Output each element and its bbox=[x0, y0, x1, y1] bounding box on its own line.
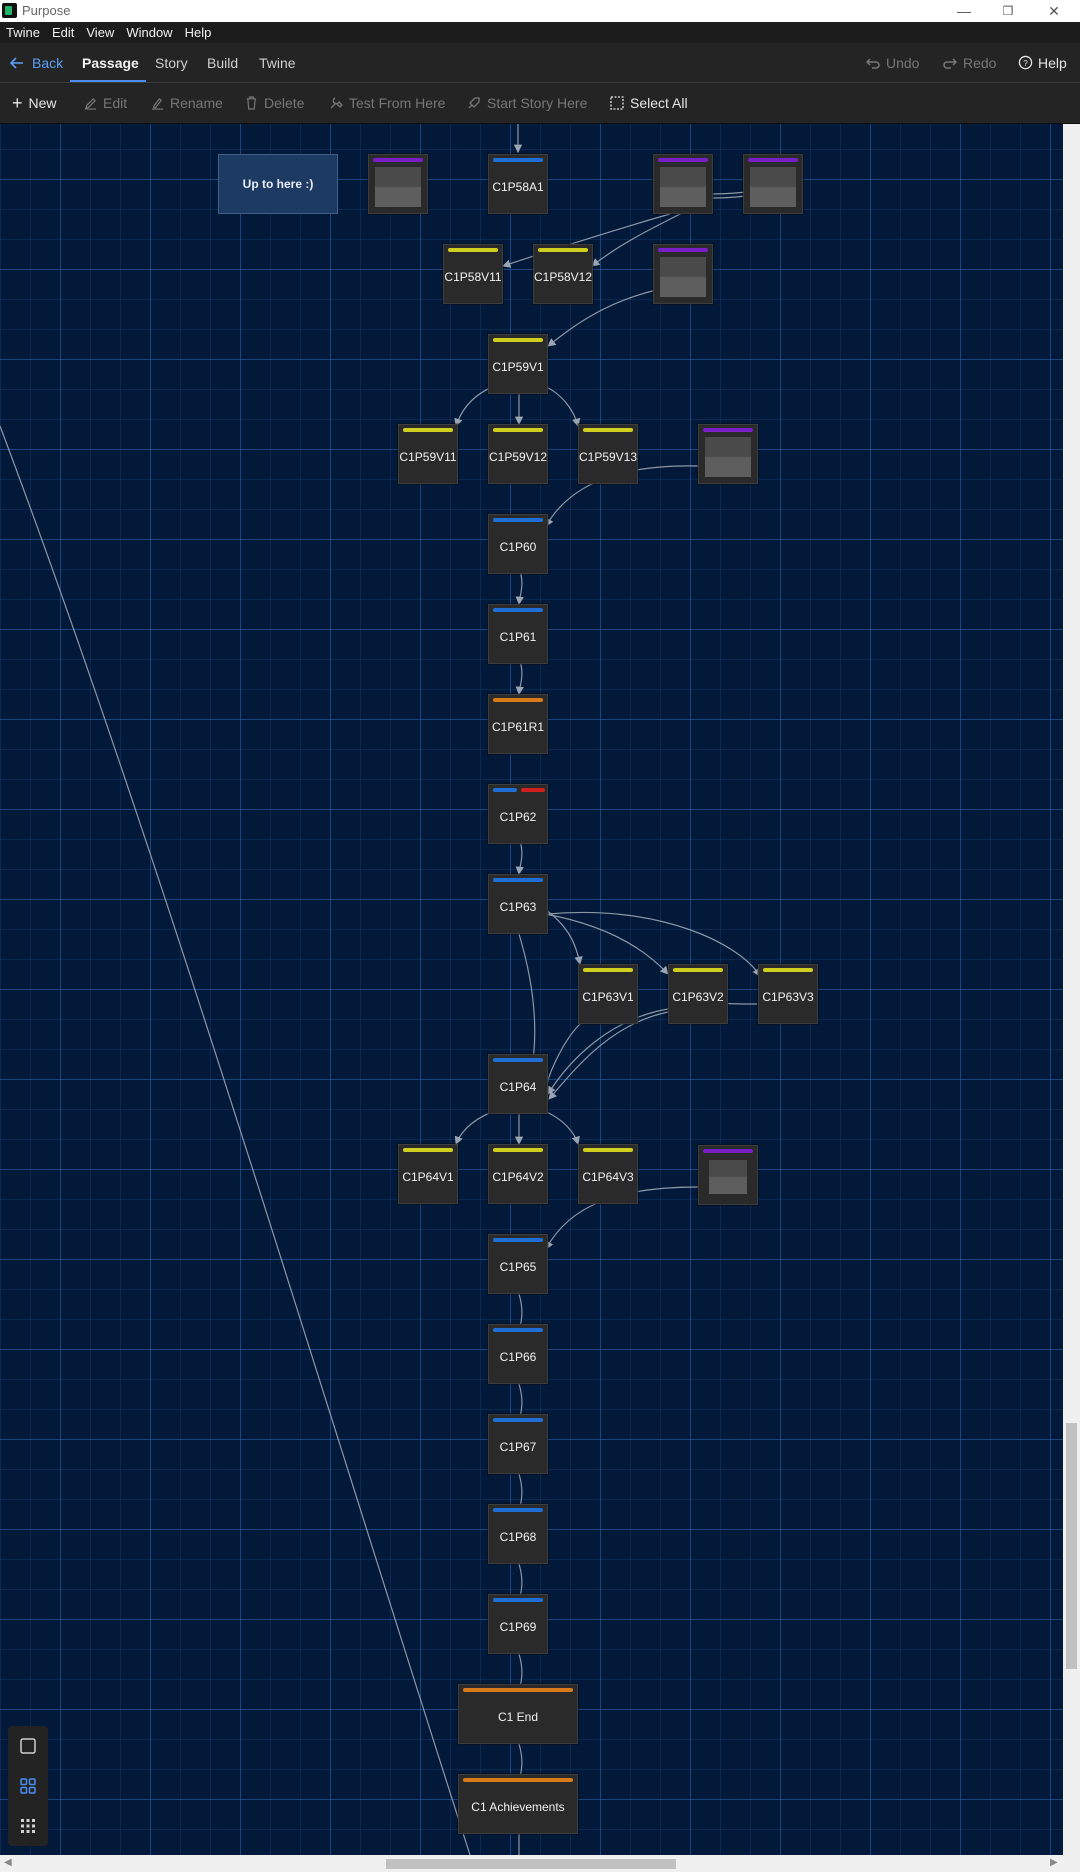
passage-c1p64[interactable]: C1P64 bbox=[488, 1054, 548, 1114]
passage-c1p64v1[interactable]: C1P64V1 bbox=[398, 1144, 458, 1204]
passage-toolbar: + New Edit Rename Delete Test From Here … bbox=[0, 83, 1080, 124]
image-thumbnail bbox=[375, 167, 421, 207]
grid-3x3-icon bbox=[21, 1819, 35, 1833]
passage-c1p59v1[interactable]: C1P59V1 bbox=[488, 334, 548, 394]
help-button[interactable]: ? Help bbox=[1018, 43, 1067, 82]
new-button[interactable]: + New bbox=[12, 93, 57, 113]
passage-c1p63v1[interactable]: C1P63V1 bbox=[578, 964, 638, 1024]
svg-text:?: ? bbox=[1023, 58, 1028, 68]
vertical-scrollbar[interactable] bbox=[1063, 124, 1080, 1855]
menu-help[interactable]: Help bbox=[184, 25, 212, 40]
passage-c1p61r1[interactable]: C1P61R1 bbox=[488, 694, 548, 754]
passage-c1p69[interactable]: C1P69 bbox=[488, 1594, 548, 1654]
twine-app-icon bbox=[2, 3, 17, 18]
edit-button[interactable]: Edit bbox=[84, 83, 127, 123]
passage-c1p63v3[interactable]: C1P63V3 bbox=[758, 964, 818, 1024]
image-thumbnail bbox=[750, 167, 796, 207]
undo-button[interactable]: Undo bbox=[866, 43, 919, 82]
window-title: Purpose bbox=[22, 3, 71, 18]
zoom-small-button[interactable] bbox=[8, 1806, 48, 1846]
test-from-here-button[interactable]: Test From Here bbox=[329, 83, 445, 123]
delete-button[interactable]: Delete bbox=[245, 83, 304, 123]
square-icon bbox=[20, 1738, 36, 1754]
annotation-note[interactable]: Up to here :) bbox=[218, 154, 338, 214]
redo-button[interactable]: Redo bbox=[943, 43, 996, 82]
arrow-left-icon bbox=[10, 56, 23, 69]
passage-c1p59v11[interactable]: C1P59V11 bbox=[398, 424, 458, 484]
passage-image-node[interactable] bbox=[653, 244, 713, 304]
passage-c1p67[interactable]: C1P67 bbox=[488, 1414, 548, 1474]
passage-image-node[interactable] bbox=[698, 1145, 758, 1205]
redo-icon bbox=[943, 57, 957, 69]
passage-c1p64v2[interactable]: C1P64V2 bbox=[488, 1144, 548, 1204]
scroll-left-arrow[interactable]: ◀ bbox=[4, 1857, 12, 1868]
tab-passage[interactable]: Passage bbox=[82, 54, 139, 71]
passage-c1p65[interactable]: C1P65 bbox=[488, 1234, 548, 1294]
passage-c1p62[interactable]: C1P62 bbox=[488, 784, 548, 844]
passage-c1p58a1[interactable]: C1P58A1 bbox=[488, 154, 548, 214]
passage-c1-achievements[interactable]: C1 Achievements bbox=[458, 1774, 578, 1834]
passage-image-node[interactable] bbox=[743, 154, 803, 214]
passage-c1-end[interactable]: C1 End bbox=[458, 1684, 578, 1744]
rocket-icon bbox=[468, 97, 480, 109]
passage-c1p66[interactable]: C1P66 bbox=[488, 1324, 548, 1384]
grid-2x2-icon bbox=[20, 1778, 36, 1794]
passage-c1p68[interactable]: C1P68 bbox=[488, 1504, 548, 1564]
menu-twine[interactable]: Twine bbox=[6, 25, 40, 40]
passage-c1p59v12[interactable]: C1P59V12 bbox=[488, 424, 548, 484]
passage-c1p59v13[interactable]: C1P59V13 bbox=[578, 424, 638, 484]
rename-button[interactable]: Rename bbox=[151, 83, 223, 123]
passage-image-node[interactable] bbox=[368, 154, 428, 214]
passage-c1p63[interactable]: C1P63 bbox=[488, 874, 548, 934]
vertical-scroll-thumb[interactable] bbox=[1066, 1423, 1077, 1669]
menu-view[interactable]: View bbox=[86, 25, 115, 40]
menu-edit[interactable]: Edit bbox=[51, 25, 75, 40]
scroll-right-arrow[interactable]: ▶ bbox=[1050, 1857, 1058, 1868]
edit-icon bbox=[84, 97, 97, 110]
horizontal-scroll-thumb[interactable] bbox=[386, 1859, 676, 1869]
active-tab-indicator bbox=[70, 80, 146, 82]
zoom-large-button[interactable] bbox=[8, 1726, 48, 1766]
restore-button[interactable]: ❐ bbox=[1002, 4, 1014, 18]
menu-window[interactable]: Window bbox=[126, 25, 173, 40]
minimize-button[interactable]: — bbox=[957, 3, 971, 19]
trash-icon bbox=[246, 96, 257, 110]
rename-icon bbox=[151, 97, 164, 110]
select-all-button[interactable]: Select All bbox=[610, 83, 688, 123]
help-circle-icon: ? bbox=[1018, 55, 1033, 70]
back-button[interactable]: Back bbox=[10, 43, 63, 82]
zoom-medium-button[interactable] bbox=[8, 1766, 48, 1806]
passage-c1p58v11[interactable]: C1P58V11 bbox=[443, 244, 503, 304]
tab-story[interactable]: Story bbox=[155, 54, 188, 71]
passage-c1p61[interactable]: C1P61 bbox=[488, 604, 548, 664]
story-map-canvas[interactable]: Up to here :) C1P58A1 C1P58V11 C1P58V12 … bbox=[0, 124, 1063, 1855]
passage-image-node[interactable] bbox=[653, 154, 713, 214]
select-all-icon bbox=[610, 96, 624, 110]
horizontal-scrollbar[interactable]: ◀ ▶ bbox=[0, 1855, 1080, 1872]
passage-c1p58v12[interactable]: C1P58V12 bbox=[533, 244, 593, 304]
image-thumbnail bbox=[660, 257, 706, 297]
top-navigation: Back Passage Story Build Twine Undo Redo… bbox=[0, 43, 1080, 83]
image-thumbnail bbox=[705, 437, 751, 477]
start-story-here-button[interactable]: Start Story Here bbox=[467, 83, 587, 123]
image-thumbnail bbox=[709, 1160, 747, 1194]
menu-bar: Twine Edit View Window Help bbox=[0, 22, 1080, 43]
image-thumbnail bbox=[660, 167, 706, 207]
passage-c1p60[interactable]: C1P60 bbox=[488, 514, 548, 574]
window-titlebar: Purpose — ❐ ✕ bbox=[0, 0, 1080, 22]
passage-c1p64v3[interactable]: C1P64V3 bbox=[578, 1144, 638, 1204]
undo-icon bbox=[866, 57, 880, 69]
passage-image-node[interactable] bbox=[698, 424, 758, 484]
passage-c1p63v2[interactable]: C1P63V2 bbox=[668, 964, 728, 1024]
tab-build[interactable]: Build bbox=[207, 54, 239, 71]
zoom-controls bbox=[8, 1726, 48, 1846]
plus-icon: + bbox=[12, 93, 23, 113]
tab-twine[interactable]: Twine bbox=[259, 54, 296, 71]
tool-icon bbox=[330, 97, 343, 109]
close-button[interactable]: ✕ bbox=[1048, 2, 1060, 19]
